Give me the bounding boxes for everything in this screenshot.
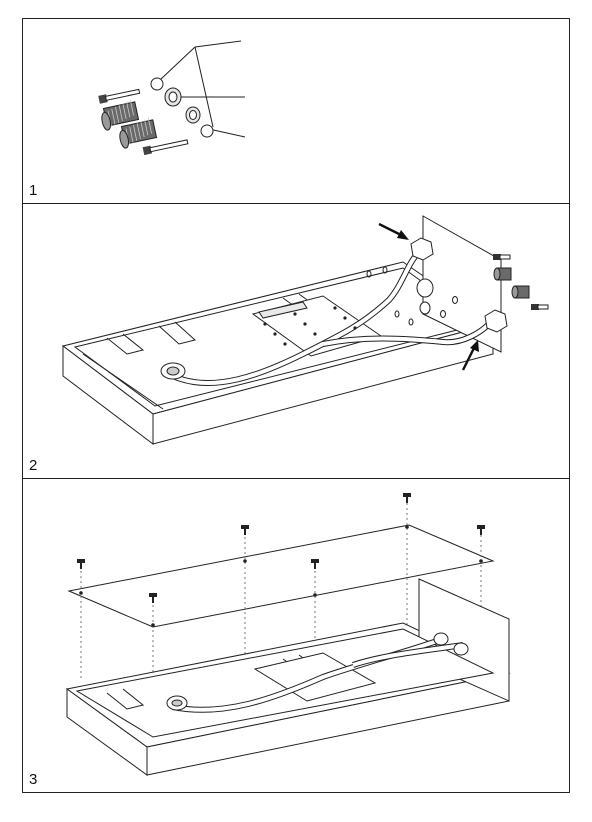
washer-ring [200,124,214,138]
tray-front-face [152,323,494,445]
threaded-sleeve [101,99,140,131]
screw-icon [98,88,141,104]
washer-ring [150,77,164,91]
cover-plate [67,524,495,628]
threaded-sleeve [511,285,530,299]
leader-line [208,128,246,138]
screw-icon [311,559,319,569]
cover-holes [79,525,483,627]
screw-icon [77,559,85,569]
leader-line [160,46,196,80]
slat [106,688,145,710]
nut-icon [410,237,434,261]
step-2-hose-illustration [61,215,549,446]
threaded-sleeve [119,117,158,149]
screw-icon [477,525,485,535]
slat [106,333,145,355]
leader-line [194,46,214,128]
screw-icon [142,139,189,156]
screw-icon [241,525,249,535]
screw-icon [403,493,411,503]
direction-arrow-icon [378,222,409,240]
threaded-sleeve [493,267,512,281]
plate-holes [263,306,357,346]
step-2-panel: 2 [22,203,570,479]
step-number: 3 [29,771,38,788]
direction-arrow-icon [461,340,479,371]
nut-icon [484,309,508,333]
nut-icon [433,632,449,646]
screw-icon [531,304,549,310]
step-number: 1 [29,182,38,199]
step-3-cover-illustration [65,493,511,776]
screw-icon [149,593,157,603]
step-3-panel: 3 [22,478,570,793]
leader-line [194,40,242,48]
slat [158,321,197,345]
nut-icon [453,642,469,656]
nut-icon [416,278,434,298]
step-1-parts-illustration [98,40,246,156]
step-1-panel: 1 [22,18,570,204]
step-number: 2 [29,457,38,474]
screw-icon [493,254,511,260]
